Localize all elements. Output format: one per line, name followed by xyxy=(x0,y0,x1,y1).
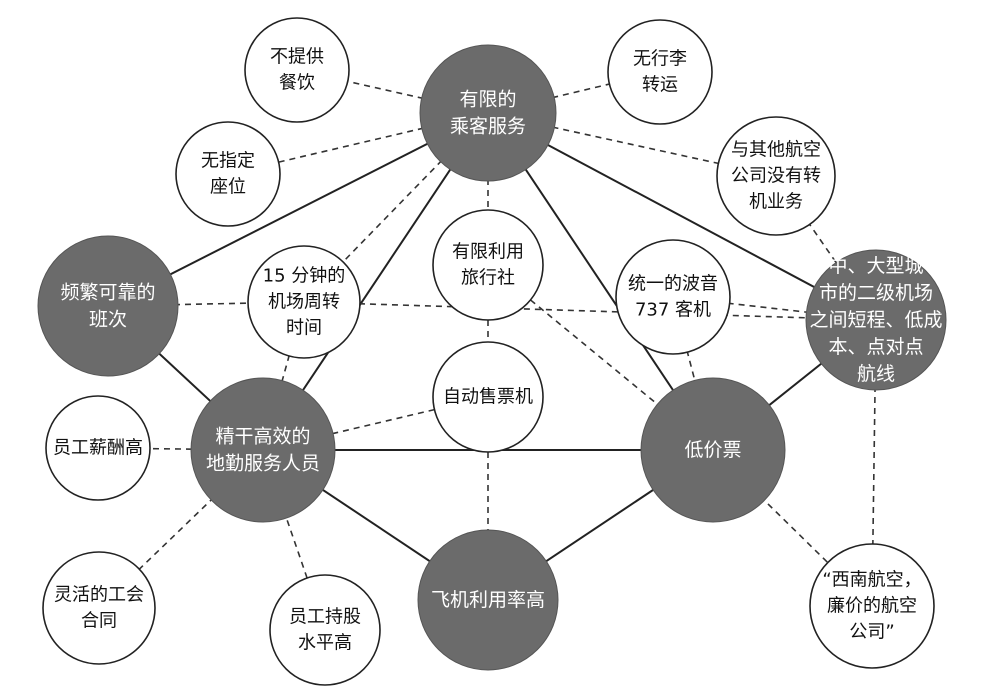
node-label-line: 有限的 xyxy=(459,89,516,111)
node-label-line: 合同 xyxy=(81,611,117,632)
node-label-line: 员工持股 xyxy=(289,607,361,628)
edge-turnaround-to-short-haul xyxy=(303,301,877,321)
node-label-line: 无指定 xyxy=(201,151,255,172)
node-label-line: 灵活的工会 xyxy=(54,585,144,606)
node-label-line: 市的二级机场 xyxy=(819,282,933,304)
node-label-line: 不提供 xyxy=(270,47,324,68)
node-circle xyxy=(805,249,947,391)
node-circle xyxy=(640,377,786,523)
node-circle xyxy=(809,543,935,669)
edge-limited-service-to-short-haul xyxy=(487,112,877,321)
node-circle xyxy=(247,245,361,359)
node-circle xyxy=(244,17,350,123)
node-label-line: 与其他航空 xyxy=(731,140,821,161)
node-label-line: “西南航空， xyxy=(822,570,921,591)
node-label-line: 廉价的航空 xyxy=(827,596,917,617)
node-label-line: 乘客服务 xyxy=(450,116,526,138)
node-circle xyxy=(419,44,557,182)
node-label-line: 水平高 xyxy=(298,633,352,654)
node-circle xyxy=(45,395,151,501)
node-ticket-machines: 自动售票机 xyxy=(432,341,544,453)
node-high-pay: 员工薪酬高 xyxy=(45,395,151,501)
node-label-line: 公司没有转 xyxy=(731,166,821,187)
node-label-line: 旅行社 xyxy=(461,268,515,289)
node-circle xyxy=(37,235,179,377)
node-circle xyxy=(615,239,731,355)
node-label-line: 飞机利用率高 xyxy=(431,589,545,611)
node-label-line: 机业务 xyxy=(749,192,803,213)
node-high-utilization: 飞机利用率高 xyxy=(417,529,559,671)
node-label-line: 班次 xyxy=(89,309,127,331)
node-label-line: 有限利用 xyxy=(452,242,524,263)
node-label-line: 自动售票机 xyxy=(443,387,533,408)
node-label-line: 公司” xyxy=(849,622,894,643)
node-circle xyxy=(432,341,544,453)
node-circle xyxy=(42,551,156,665)
node-label-line: 航线 xyxy=(857,363,895,385)
node-label-line: 时间 xyxy=(286,318,322,339)
node-circle xyxy=(175,121,281,227)
node-boeing: 统一的波音 737 客机 xyxy=(615,239,731,355)
node-label-line: 员工薪酬高 xyxy=(53,438,143,459)
node-label-line: 统一的波音 xyxy=(628,274,718,295)
node-circle xyxy=(417,529,559,671)
node-label-line: 无行李 xyxy=(633,49,687,70)
node-label-line: 座位 xyxy=(210,177,246,198)
node-label-line: 转运 xyxy=(642,75,678,96)
node-label-line: 之间短程、低成 xyxy=(809,309,942,331)
node-label-line: 中、大型城 xyxy=(828,255,923,277)
node-circle xyxy=(190,377,336,523)
node-low-fares: 低价票 xyxy=(640,377,786,523)
edge-limited-service-to-frequent-flights xyxy=(107,112,489,307)
node-circle xyxy=(607,19,713,125)
node-label-line: 本、点对点 xyxy=(828,336,923,358)
node-label-line: 餐饮 xyxy=(279,73,315,94)
node-circle xyxy=(432,209,544,321)
node-label-line: 精干高效的 xyxy=(215,426,310,448)
node-circle xyxy=(716,116,836,236)
node-circle xyxy=(269,574,381,686)
node-label-line: 机场周转 xyxy=(268,292,340,313)
node-label-line: 频繁可靠的 xyxy=(60,282,155,304)
node-label-line: 地勤服务人员 xyxy=(206,453,320,475)
node-label-line: 737 客机 xyxy=(635,300,711,321)
node-label-line: 15 分钟的 xyxy=(263,266,346,287)
node-label-line: 低价票 xyxy=(684,439,741,461)
